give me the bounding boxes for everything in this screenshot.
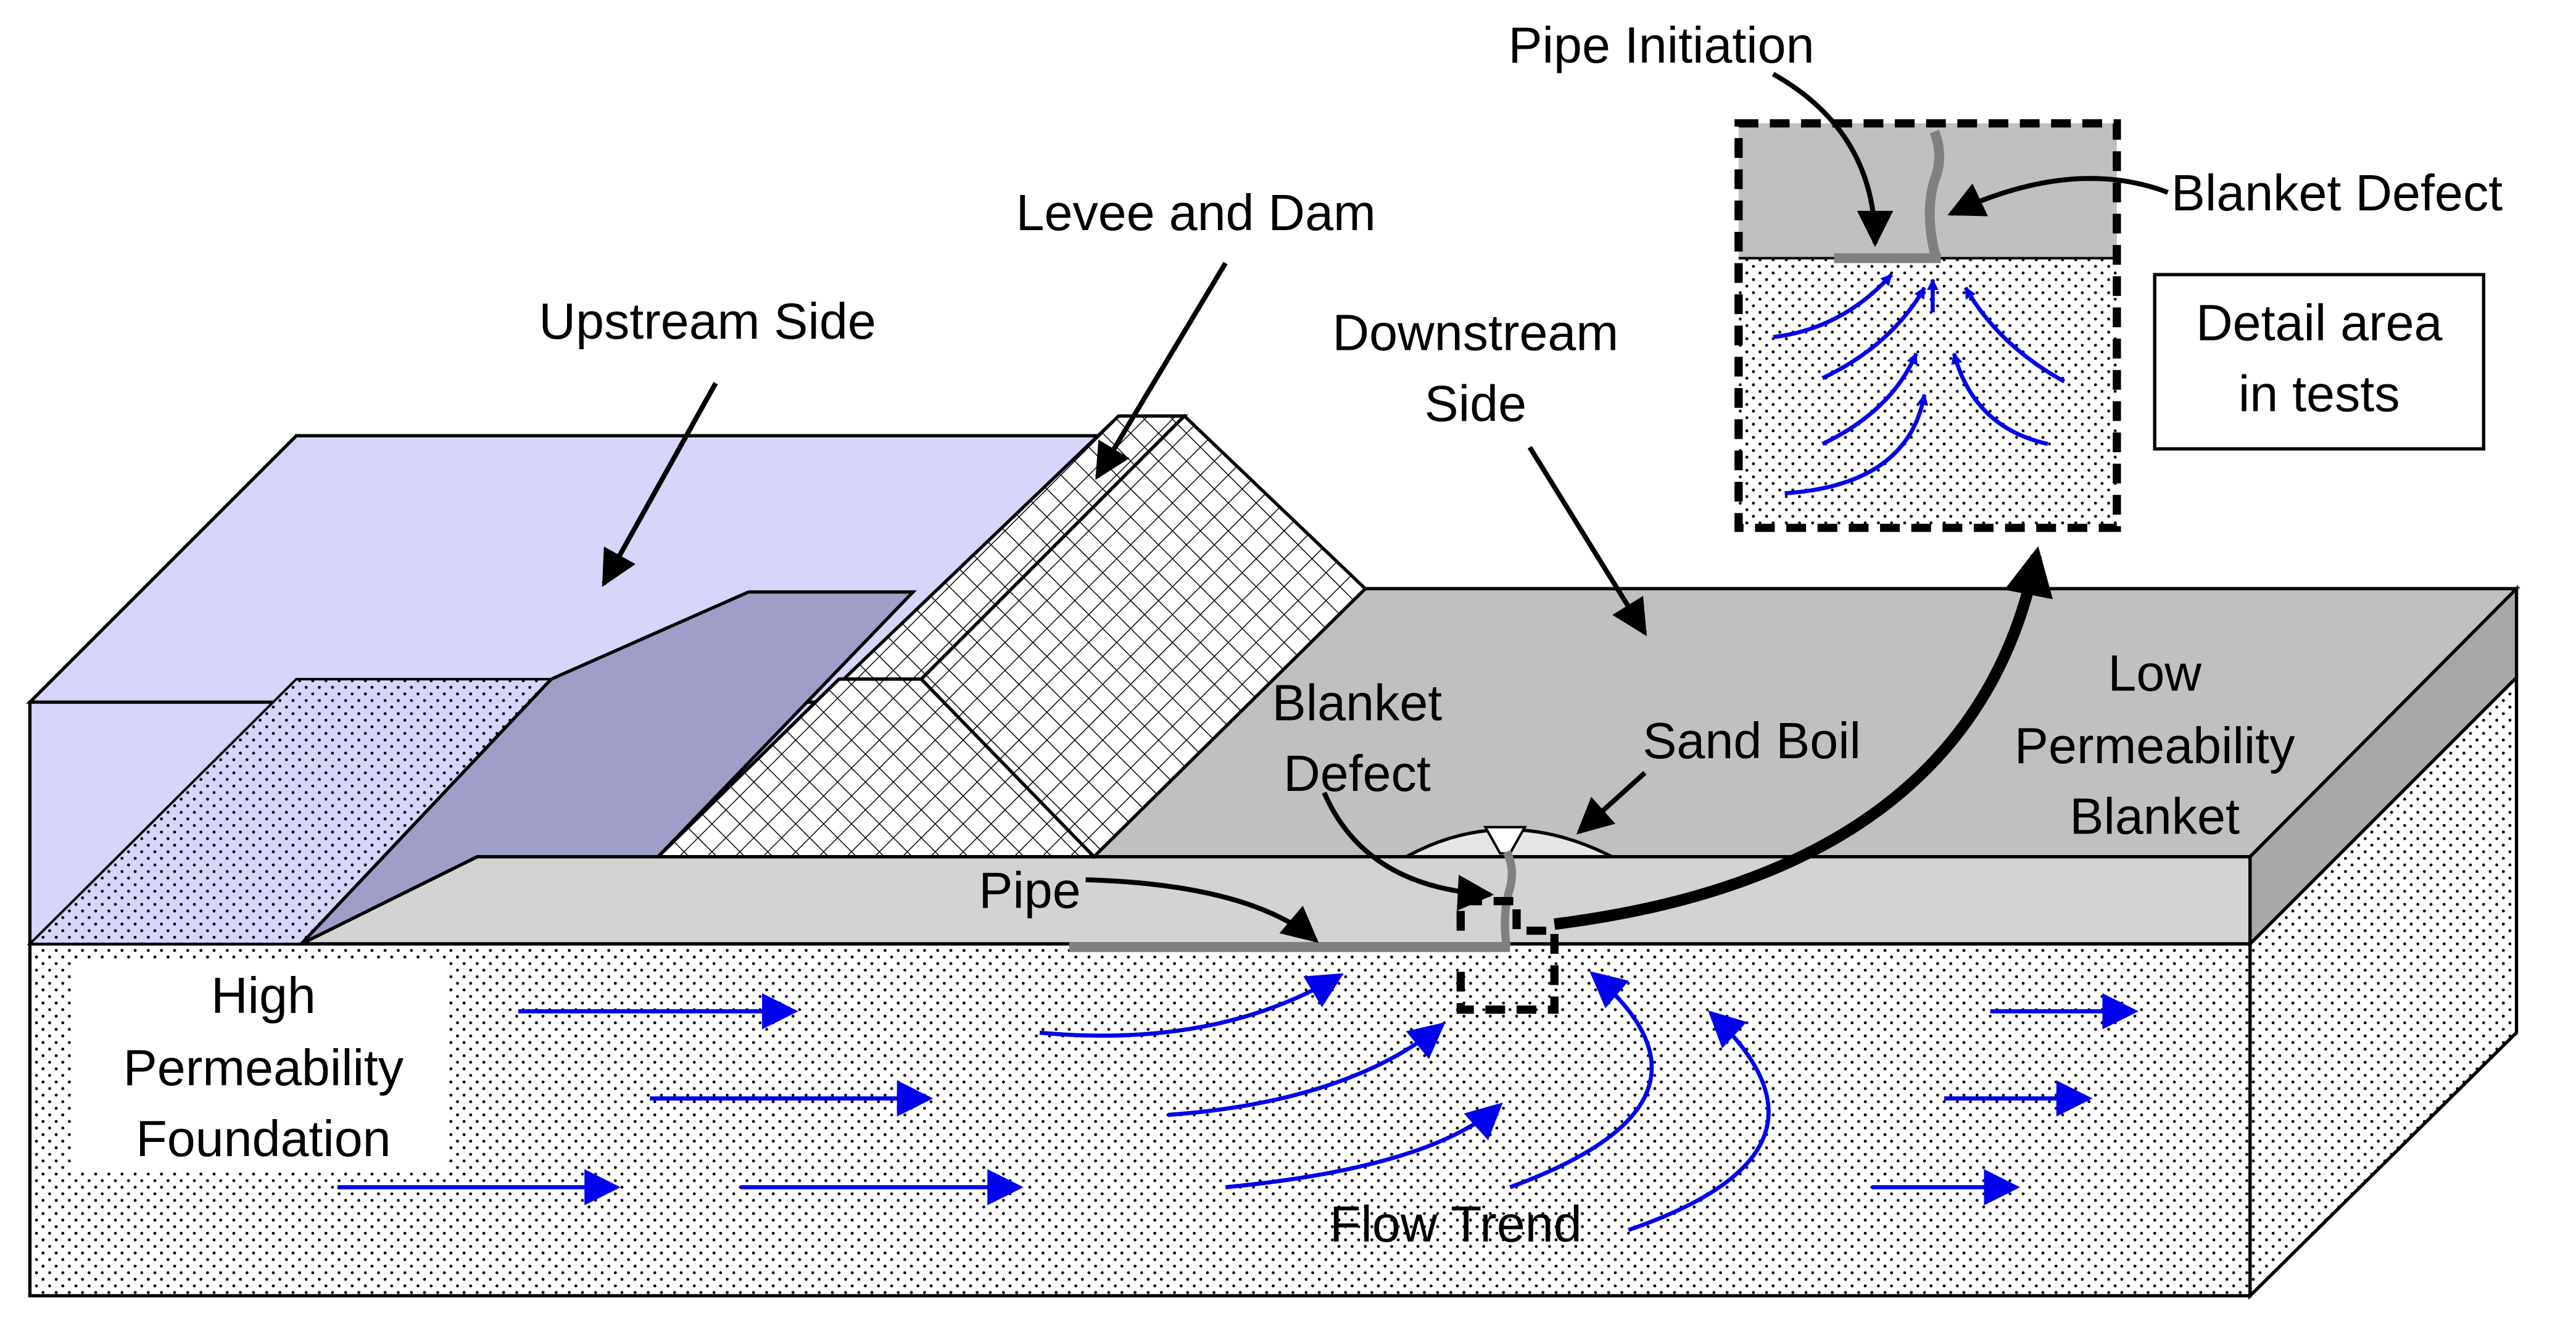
detail-area-box xyxy=(2153,273,2485,451)
downstream-side-label-line2: Side xyxy=(1425,374,1526,432)
low-permeability-label-line1: Low xyxy=(2108,644,2201,701)
upstream-water xyxy=(26,434,1123,946)
callout-arrows xyxy=(602,72,2169,943)
high-permeability-label-line1: High xyxy=(211,967,316,1024)
inset-border xyxy=(1734,119,2121,532)
high-permeability-label-line3: Foundation xyxy=(136,1110,391,1167)
levee-and-dam-label: Levee and Dam xyxy=(1016,184,1376,241)
blanket-defect-label-line1: Blanket xyxy=(1272,674,1443,731)
blanket-side xyxy=(2248,584,2519,948)
inset-defect xyxy=(1924,130,1944,260)
labels: Pipe Initiation Blanket Defect Levee and… xyxy=(74,16,2503,1252)
blanket-defect-arrow xyxy=(1322,792,1494,911)
inset-flow-arrow xyxy=(1951,352,2048,446)
flow-arrow xyxy=(1167,1022,1446,1117)
inset-flow-arrow xyxy=(1821,352,1918,446)
detail-link-arrow xyxy=(1554,546,2053,930)
flow-arrows xyxy=(337,971,2139,1232)
downstream-arrow xyxy=(1527,445,1647,637)
sand-boil xyxy=(1406,825,1613,859)
pipe-initiation-arrow xyxy=(1771,72,1894,247)
blanket-defect-label-line2: Defect xyxy=(1283,745,1431,802)
flow-arrow xyxy=(1039,973,1344,1038)
downstream-side-label-line1: Downstream xyxy=(1333,304,1619,362)
low-permeability-label-line3: Blanket xyxy=(2069,787,2240,845)
high-permeability-label: High Permeability Foundation xyxy=(74,962,450,1173)
high-permeability-label-bg xyxy=(74,962,450,1173)
sand-boil-label: Sand Boil xyxy=(1642,712,1861,769)
levee xyxy=(654,413,1368,859)
flow-trend-label: Flow Trend xyxy=(1330,1195,1582,1252)
detail-inset xyxy=(1734,119,2121,532)
levee-arrow xyxy=(1095,262,1228,481)
submerged-slope xyxy=(300,590,917,946)
pipe xyxy=(1069,850,1516,953)
pipe-defect-channel xyxy=(1501,850,1516,948)
flow-arrow xyxy=(1225,1102,1503,1189)
inset-defect-arrow xyxy=(1947,176,2169,217)
upstream-side-label: Upstream Side xyxy=(539,292,876,350)
inset-flow-arrow xyxy=(1821,286,1926,381)
inset-flow-arrows xyxy=(1773,273,2066,495)
high-permeability-label-line2: Permeability xyxy=(123,1039,404,1096)
pipe-initiation-label: Pipe Initiation xyxy=(1509,16,1815,73)
inset-flow-arrow xyxy=(1784,393,1929,495)
detail-area-label-line2: in tests xyxy=(2238,365,2400,422)
flow-arrow xyxy=(1509,971,1654,1189)
inset-flow-arrow xyxy=(1963,286,2066,384)
pipe-arrow xyxy=(1085,877,1319,943)
sand-boil-arrow xyxy=(1576,771,1647,835)
blanket-front-strip xyxy=(300,855,2252,946)
inset-foundation xyxy=(1738,258,2117,528)
inset-blanket-defect-label: Blanket Defect xyxy=(2171,164,2503,221)
detail-area-label-line1: Detail area xyxy=(2196,294,2443,352)
levee-front-section xyxy=(654,677,1098,859)
low-permeability-label-line2: Permeability xyxy=(2015,717,2295,774)
pipe-label: Pipe xyxy=(979,861,1080,919)
flow-arrow xyxy=(1628,1010,1771,1232)
inset-flow-arrow xyxy=(1773,273,1894,339)
upstream-arrow xyxy=(602,382,718,587)
